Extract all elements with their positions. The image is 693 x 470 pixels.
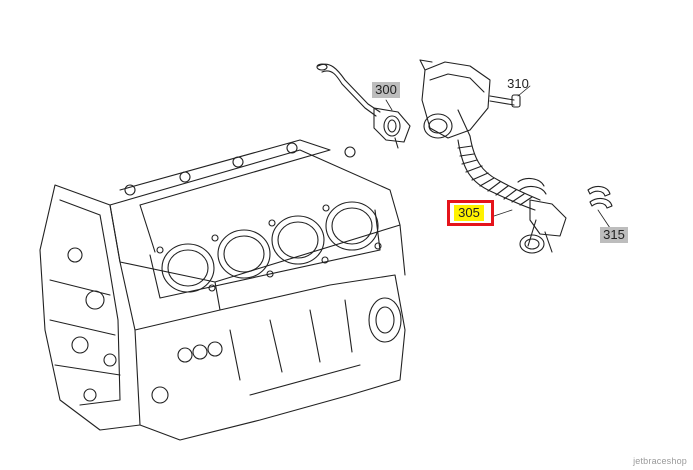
- bolt-310: [489, 85, 531, 108]
- callout-300[interactable]: 300: [372, 82, 400, 98]
- breather-pipe-300: [316, 63, 411, 149]
- watermark: jetbraceshop: [633, 456, 687, 466]
- engine-block: [39, 139, 406, 441]
- callout-310[interactable]: 310: [507, 76, 529, 91]
- callout-305[interactable]: 305: [454, 205, 484, 221]
- callout-315[interactable]: 315: [600, 227, 628, 243]
- oil-separator: [419, 59, 491, 139]
- hose-305: [457, 135, 567, 254]
- clamp-315: [587, 185, 613, 229]
